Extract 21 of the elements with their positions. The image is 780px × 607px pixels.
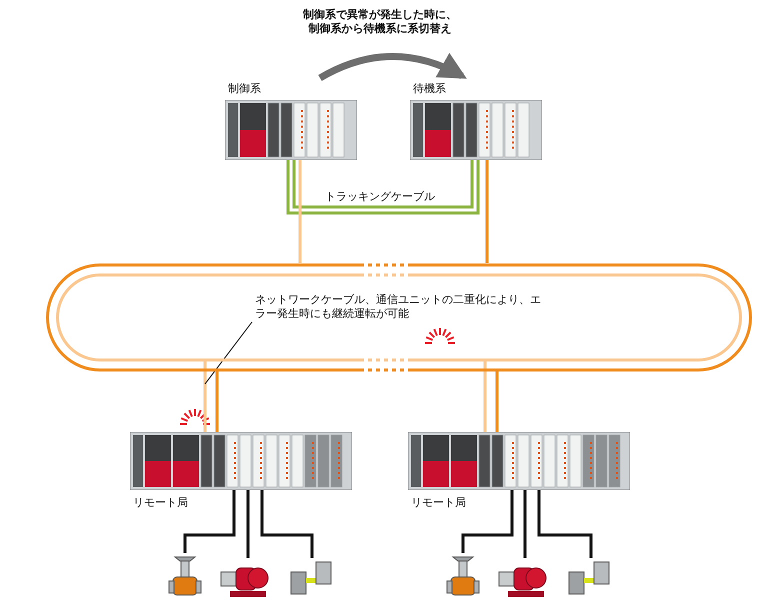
- station-label: リモート局: [133, 496, 188, 510]
- leader-line: [204, 322, 252, 384]
- cable: [298, 160, 302, 263]
- cable: [496, 370, 498, 432]
- cable: [204, 360, 206, 432]
- cable: [216, 370, 218, 432]
- note-text: ネットワークケーブル、通信ユニットの二重化により、エラー発生時にも継続運転が可能: [255, 293, 542, 321]
- cable: [462, 490, 514, 553]
- cable: [246, 490, 250, 558]
- cable: [286, 160, 480, 214]
- station-label: リモート局: [411, 496, 466, 510]
- system-label: 制御系: [228, 82, 261, 96]
- cable: [260, 490, 314, 558]
- system-label: 待機系: [413, 82, 446, 96]
- cable: [486, 160, 488, 263]
- cable: [524, 490, 526, 558]
- cable: [184, 490, 236, 553]
- cable: [484, 360, 486, 432]
- switchover-arrow: [318, 53, 467, 82]
- cable: [538, 490, 592, 558]
- cable: [292, 160, 474, 208]
